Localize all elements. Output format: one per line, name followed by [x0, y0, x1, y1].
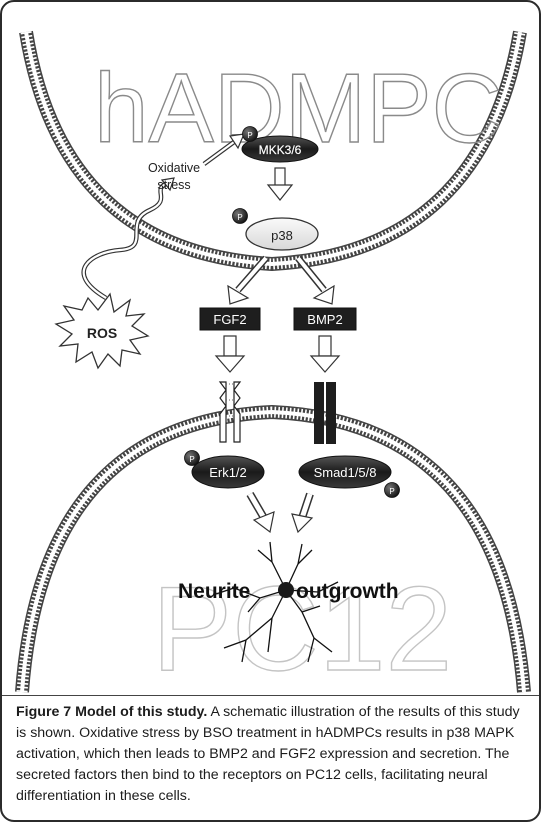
- mkk36-phospho-label: P: [247, 131, 252, 140]
- caption-divider: [2, 695, 541, 696]
- figure-caption: Figure 7 Model of this study. A schemati…: [16, 702, 531, 807]
- effectors-to-neurite-arrows: [250, 494, 312, 532]
- p38-node: p38 P: [233, 209, 319, 251]
- outgrowth-label: outgrowth: [296, 580, 399, 603]
- bmp2-box: BMP2: [294, 308, 356, 330]
- p38-phospho-label: P: [237, 213, 242, 222]
- ros-starburst: ROS: [56, 294, 148, 368]
- mkk-to-p38-arrow: [268, 168, 292, 200]
- secretion-arrows: [216, 336, 339, 372]
- bmp2-label: BMP2: [307, 312, 342, 327]
- caption-title: Model of this study.: [75, 704, 207, 720]
- mkk36-label: MKK3/6: [259, 143, 302, 157]
- erk12-label: Erk1/2: [209, 465, 247, 480]
- oxidative-stress-label-line2: stress: [157, 178, 190, 192]
- neuron-soma: [278, 582, 294, 598]
- erk12-node: Erk1/2 P: [185, 451, 265, 489]
- fgf2-box: FGF2: [200, 308, 260, 330]
- neurite-label: Neurite: [178, 580, 250, 603]
- caption-figure-number: Figure 7: [16, 704, 71, 720]
- ros-label: ROS: [87, 325, 117, 341]
- erk12-phospho-label: P: [189, 455, 194, 464]
- fgf2-label: FGF2: [213, 312, 246, 327]
- p38-label: p38: [271, 228, 293, 243]
- smad158-phospho-label: P: [389, 487, 394, 496]
- oxidative-stress-label-line1: Oxidative: [148, 161, 200, 175]
- smad158-label: Smad1/5/8: [314, 465, 377, 480]
- smad158-node: Smad1/5/8 P: [299, 456, 400, 498]
